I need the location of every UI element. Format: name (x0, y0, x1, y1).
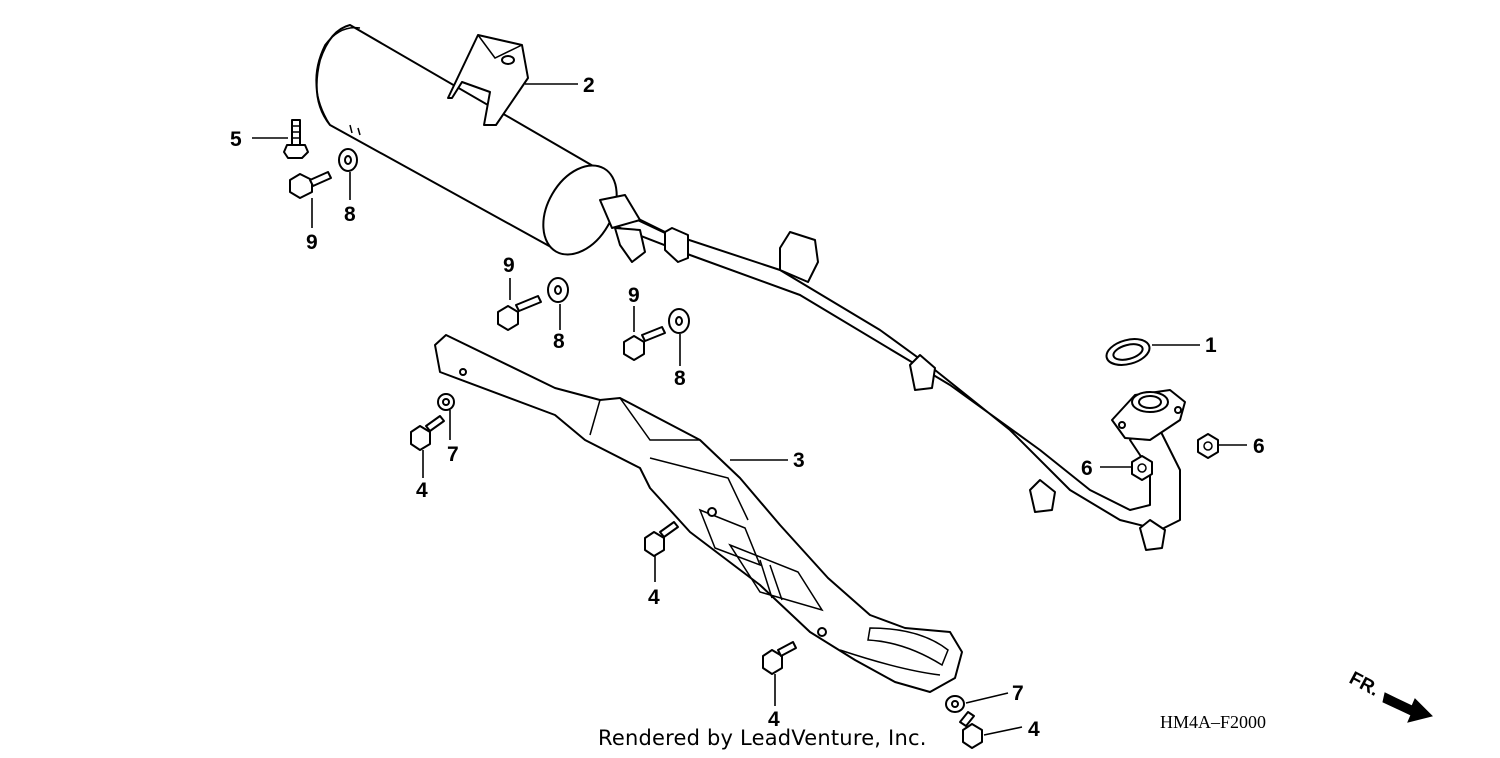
diagram-code: HM4A–F2000 (1160, 712, 1267, 732)
callout-6-left: 6 (1081, 457, 1093, 480)
heat-protector (434, 334, 963, 693)
bolt-9-upper (289, 171, 332, 199)
nut-6-right (1197, 433, 1219, 459)
callout-9-middle: 9 (503, 254, 515, 277)
callout-5: 5 (230, 128, 242, 151)
callout-4-middle: 4 (648, 586, 660, 609)
callout-4-bottom: 4 (1028, 718, 1040, 741)
exhaust-pipe (599, 199, 1186, 551)
callout-2: 2 (583, 74, 595, 97)
callout-labels: 1 2 3 4 4 4 4 5 6 6 7 7 8 8 8 9 9 9 (230, 74, 1265, 741)
muffler (315, 24, 646, 263)
bolt-4-left (410, 415, 445, 451)
bolt-9-right (623, 326, 666, 361)
callout-4-left: 4 (416, 479, 428, 502)
front-direction-indicator: FR. (1346, 668, 1433, 723)
washer-8-right (668, 308, 690, 334)
callout-7-left: 7 (447, 443, 459, 466)
callout-9-upper: 9 (306, 231, 318, 254)
front-arrow-icon (1382, 692, 1433, 723)
callout-9-right: 9 (628, 284, 640, 307)
bolt-4-bottom (959, 711, 983, 749)
washer-7-left (437, 393, 455, 411)
render-credit: Rendered by LeadVenture, Inc. (598, 726, 927, 750)
exhaust-gasket (1105, 338, 1151, 366)
bolt-4-lower (762, 641, 797, 675)
callout-8-right: 8 (674, 367, 686, 390)
bolt-9-middle (497, 295, 542, 331)
washer-7-lower (945, 695, 965, 713)
front-label: FR. (1346, 668, 1383, 701)
callout-3: 3 (793, 449, 805, 472)
callout-8-middle: 8 (553, 330, 565, 353)
washer-8-upper (338, 148, 358, 172)
callout-7-lower: 7 (1012, 682, 1024, 705)
callout-4-lower: 4 (768, 708, 780, 731)
leader-lines (252, 83, 1247, 736)
bolt-4-middle (644, 521, 679, 557)
bolt-5 (283, 119, 309, 159)
callout-8-upper: 8 (344, 203, 356, 226)
callout-1: 1 (1205, 334, 1217, 357)
washer-8-middle (547, 277, 569, 303)
callout-6-right: 6 (1253, 435, 1265, 458)
nut-6-left (1131, 455, 1153, 481)
